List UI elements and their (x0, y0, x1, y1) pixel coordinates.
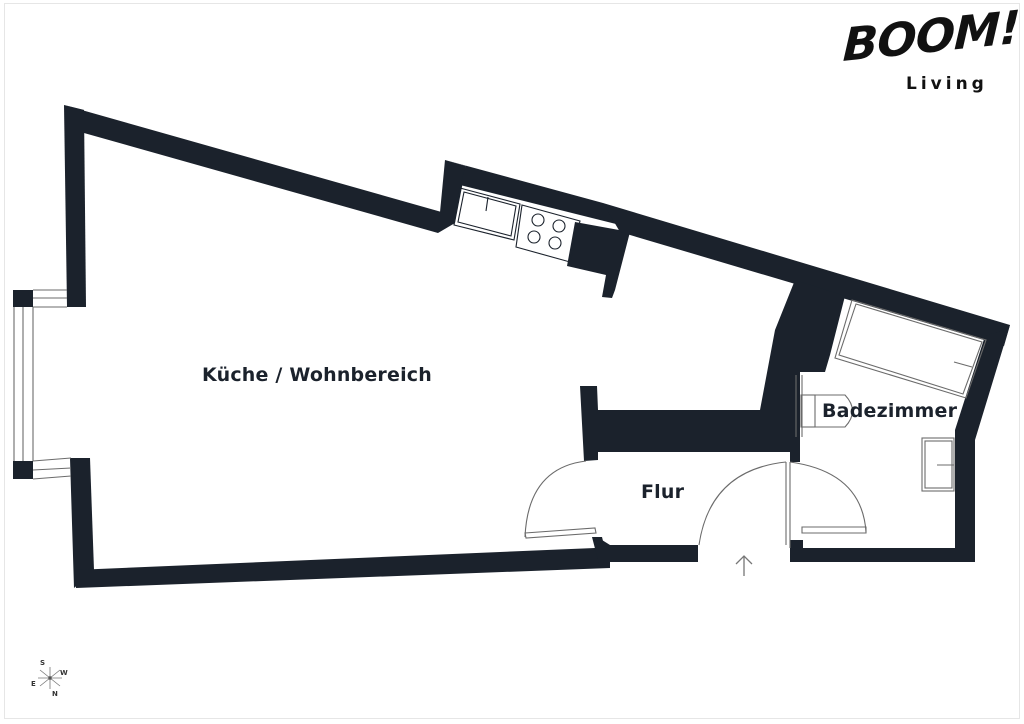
wall-top-right-slanted (603, 203, 1010, 346)
bathtub-icon (834, 299, 987, 399)
wall-bath-left (790, 372, 800, 462)
window-jamb-bottom (13, 461, 33, 479)
floorplan-frame (4, 3, 1020, 719)
room-label-hallway: Flur (641, 481, 685, 503)
wall-top-slanted (64, 105, 445, 233)
wall-bottom (74, 540, 610, 588)
wall-left-upper (64, 105, 86, 307)
door-bathroom (789, 461, 867, 548)
compass-south-label: S (40, 659, 46, 667)
wall-center-block (760, 280, 845, 410)
wall-kitchen-right-block (567, 222, 630, 298)
door-living-to-hall (524, 460, 597, 539)
wall-kitchen-niche-top (445, 160, 620, 225)
wall-bath-bottom (790, 540, 975, 562)
compass-west-label: W (60, 669, 68, 677)
brand-subtitle: Living (906, 74, 988, 94)
window-jamb-top (13, 290, 33, 307)
kitchen-stove-icon (515, 204, 581, 263)
compass-east-label: E (31, 680, 36, 688)
room-label-kitchen-living: Küche / Wohnbereich (202, 364, 432, 386)
bath-wall-trim (795, 375, 803, 437)
compass-icon (38, 667, 62, 689)
wall-hall-top (580, 386, 795, 462)
toilet-icon (800, 394, 854, 428)
window-left (13, 289, 72, 480)
bath-sink-icon (921, 437, 955, 492)
door-hall-entrance (698, 461, 787, 546)
wall-kitchen-niche-left (438, 160, 466, 233)
wall-bath-right (955, 325, 1010, 562)
wall-hall-bottom (592, 537, 698, 568)
wall-left-lower (70, 458, 94, 588)
compass-north-label: N (52, 690, 58, 698)
kitchen-sink-icon (453, 187, 521, 241)
room-label-bathroom: Badezimmer (822, 400, 958, 422)
entrance-arrow-icon (735, 555, 753, 576)
